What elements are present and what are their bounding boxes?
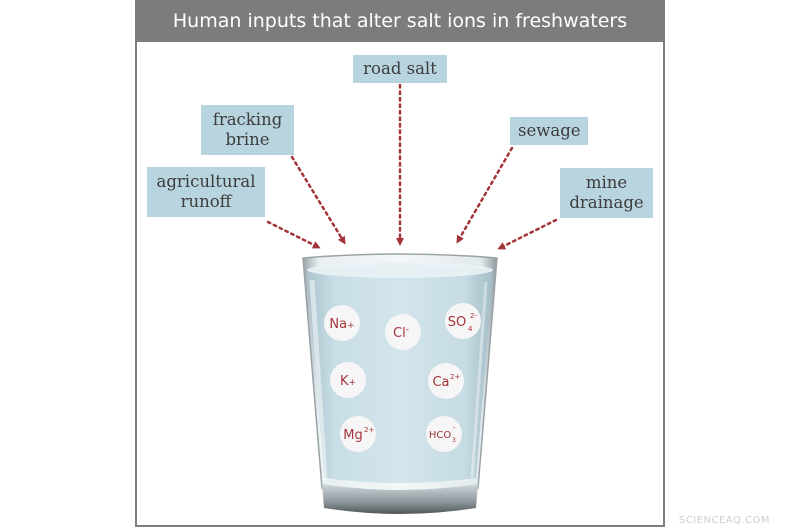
ion-so4-base: SO [448, 315, 466, 330]
svg-text:K+: K+ [340, 374, 356, 389]
arrow-fracking-brine [290, 155, 346, 245]
ion-ca-sup: 2+ [450, 373, 460, 381]
label-agricultural-runoff: agricultural runoff [147, 167, 265, 217]
ion-na-base: Na [329, 317, 347, 332]
glass-base [322, 484, 478, 514]
ion-ca-base: Ca [432, 375, 449, 390]
ion-so4-sub: 4 [468, 325, 473, 333]
ion-na-sup: + [347, 321, 355, 331]
ion-hco3: HCO 3 - [426, 416, 462, 452]
label-sewage: sewage [510, 117, 588, 145]
arrow-mine-drainage [497, 218, 558, 250]
diagram-title: Human inputs that alter salt ions in fre… [137, 0, 663, 42]
ion-so4: SO 4 2- [445, 303, 481, 339]
svg-text:Na+: Na+ [329, 317, 354, 332]
label-road-salt: road salt [353, 55, 447, 83]
label-fracking-brine-line-1: fracking [212, 110, 283, 129]
ion-mg-base: Mg [343, 428, 362, 443]
ion-ca: Ca 2+ [428, 363, 464, 399]
label-sewage-line-1: sewage [518, 121, 581, 140]
ion-k: K+ [330, 362, 366, 398]
ion-so4-sup: 2- [470, 312, 477, 320]
label-road-salt-line-1: road salt [363, 59, 437, 78]
ion-hco3-base: HCO [429, 430, 452, 441]
label-mine-drainage-line-2: drainage [569, 193, 644, 212]
label-mine-drainage-line-1: mine [585, 173, 628, 192]
ion-cl-sup: - [406, 325, 409, 335]
ion-mg: Mg 2+ [340, 416, 376, 452]
ion-mg-sup: 2+ [364, 426, 374, 434]
ion-na: Na+ [324, 305, 360, 341]
ion-hco3-sup: - [453, 424, 456, 432]
label-agricultural-runoff-line-2: runoff [180, 192, 232, 211]
label-fracking-brine: fracking brine [201, 105, 294, 155]
watermark: SCIENCEAQ.COM [678, 515, 770, 526]
ion-k-base: K [340, 374, 349, 389]
ion-cl-base: Cl [393, 326, 406, 341]
label-agricultural-runoff-line-1: agricultural [156, 172, 256, 191]
label-fracking-brine-line-2: brine [225, 130, 270, 149]
arrow-sewage [456, 146, 514, 244]
svg-text:Cl-: Cl- [393, 325, 409, 341]
ion-hco3-sub: 3 [452, 437, 456, 444]
label-mine-drainage: mine drainage [560, 168, 653, 218]
ion-cl: Cl- [385, 314, 421, 350]
ion-k-sup: + [348, 378, 356, 388]
arrow-agricultural-runoff [266, 220, 321, 249]
